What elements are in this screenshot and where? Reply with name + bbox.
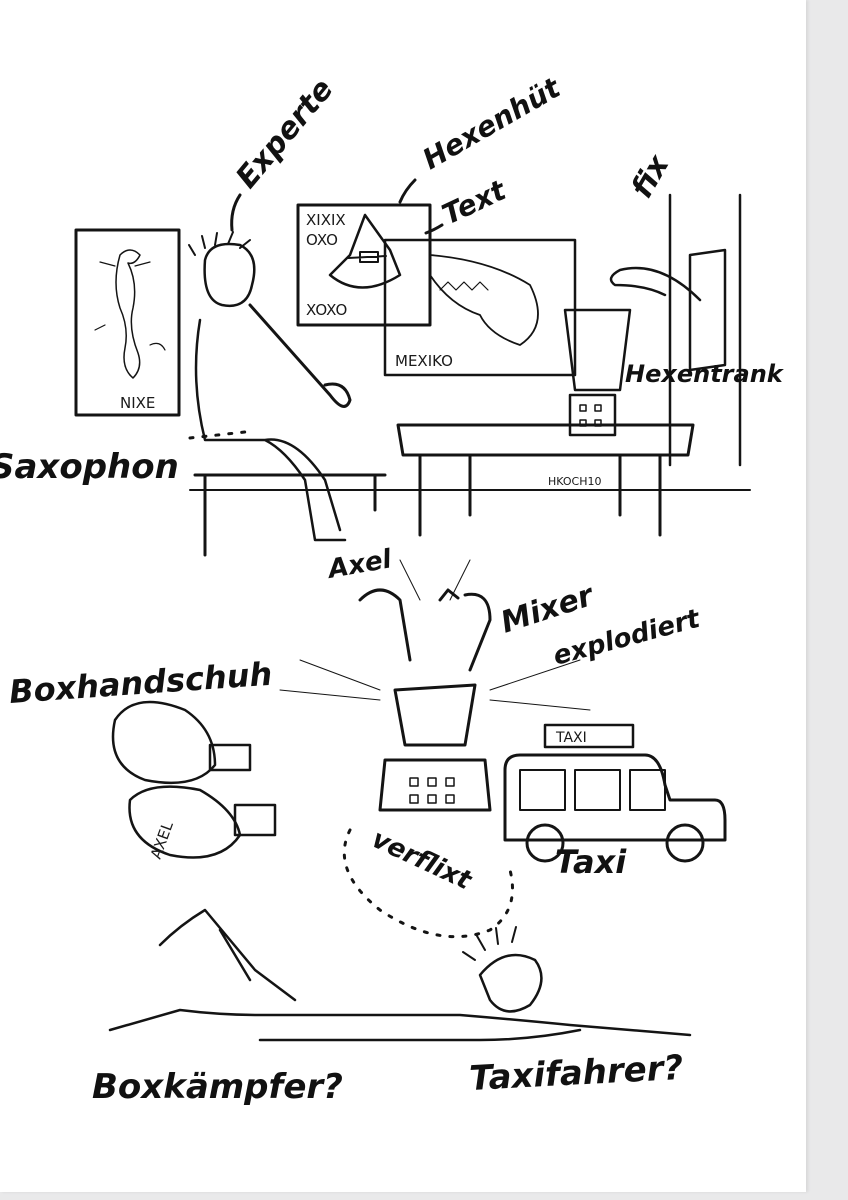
exploding-mixer (279, 559, 591, 812)
label-axel: Axel (324, 544, 395, 585)
hat-poster: XIXIX OXO XOXO (296, 203, 432, 327)
tictactoe-row-2: OXO (306, 231, 338, 249)
saxophon-leader (188, 430, 247, 440)
label-saxophon: Saxophon (0, 447, 179, 487)
taxi-sign: TAXI (555, 730, 587, 746)
lying-person (108, 908, 692, 1042)
label-hexentrank: Hexentrank (625, 360, 785, 388)
mexiko-label: MEXIKO (395, 352, 453, 370)
label-experte: Experte (229, 72, 340, 195)
dotted-trajectory (342, 828, 514, 939)
nixe-label: NIXE (120, 394, 155, 412)
label-verflixt: verflixt (367, 824, 477, 897)
tictactoe-row-6: XOXO (306, 301, 347, 319)
boxing-gloves: AXEL (111, 700, 277, 861)
label-mixer: Mixer (497, 577, 600, 640)
table (396, 308, 695, 537)
experte-leader (230, 193, 242, 232)
taxi-car: TAXI (503, 723, 727, 863)
label-taxifahrer: Taxifahrer? (468, 1048, 684, 1099)
label-text: Text (437, 173, 512, 231)
mexico-map: MEXIKO (383, 238, 577, 377)
hexenhut-leader (398, 178, 417, 204)
window-arm (609, 193, 742, 467)
tictactoe-row-1: XIXIX (306, 211, 346, 229)
saxophonist (188, 231, 387, 557)
label-hexenhut: Hexenhüt (417, 70, 567, 176)
label-taxi: Taxi (555, 843, 627, 881)
signature: HKOCH10 (548, 475, 602, 488)
label-boxkaempfer: Boxkämpfer? (92, 1067, 343, 1107)
nixe-poster: NIXE (74, 228, 181, 417)
text-leader (424, 223, 444, 235)
